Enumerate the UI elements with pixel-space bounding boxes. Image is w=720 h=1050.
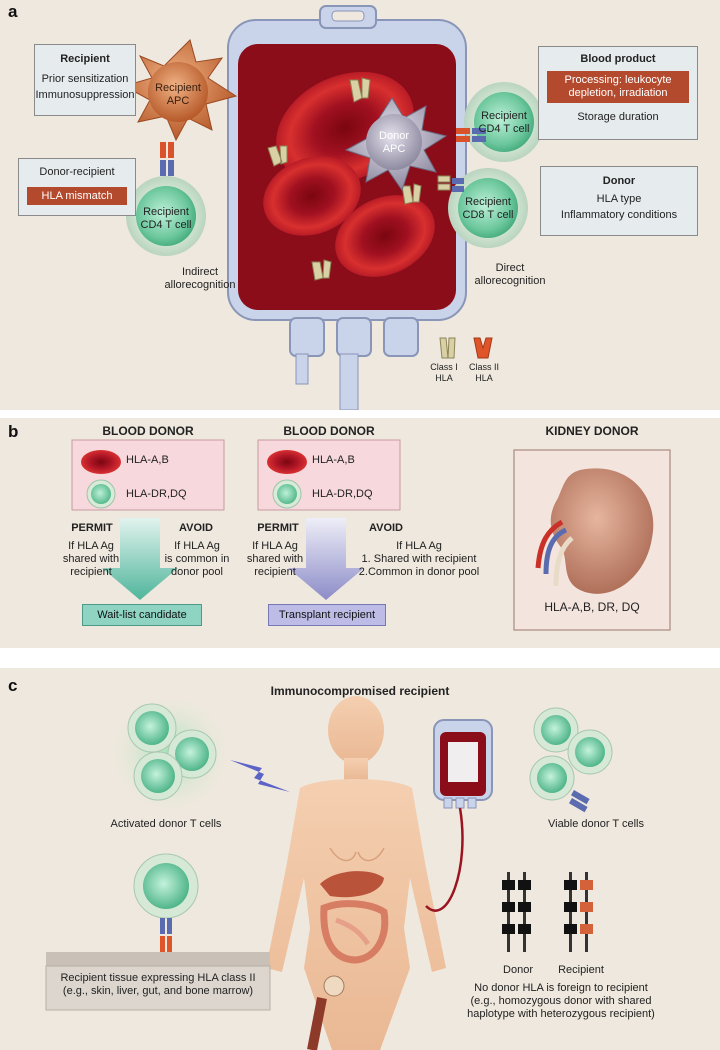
donor-box-line2: Inflammatory conditions [560, 209, 678, 221]
class1-hla-molecules [267, 77, 422, 281]
col2-permit-label: PERMIT [257, 522, 299, 534]
panel-b-illustration [71, 439, 671, 631]
processing-badge: Processing: leukocyte depletion, irradia… [547, 71, 689, 103]
recipient-box-line1: Prior sensitization [41, 73, 129, 85]
col2-hla-drdq: HLA-DR,DQ [312, 488, 373, 500]
donor-haplotypes [502, 872, 531, 952]
viable-tcells-label: Viable donor T cells [547, 818, 644, 830]
donor-label: Donor [503, 964, 533, 976]
panel-label-a: a [8, 2, 18, 21]
recipient-box-title: Recipient [60, 53, 110, 65]
donor-factors-box: Donor HLA type Inflammatory conditions [540, 166, 698, 236]
blood-product-box: Blood product Processing: leukocyte depl… [538, 46, 698, 140]
storage-duration-text: Storage duration [577, 111, 659, 123]
tissue-tcell [133, 853, 199, 952]
panel-b: b BLOOD DONOR HLA-A,B HLA-DR,DQ PERMIT A… [0, 418, 720, 648]
activated-donor-tcells [106, 690, 234, 818]
kidney-icon [550, 468, 654, 594]
legend-icons [439, 337, 493, 359]
panel-c-title: Immunocompromised recipient [270, 684, 450, 698]
tcell-icon [277, 484, 297, 504]
rbc-icon [267, 450, 307, 474]
tcr-hla-pairs [160, 128, 486, 192]
hla-mismatch-badge: HLA mismatch [27, 187, 127, 205]
tissue-label: Recipient tissue expressing HLA class II… [60, 972, 256, 998]
col1-permit-label: PERMIT [71, 522, 113, 534]
blood-product-title: Blood product [580, 53, 656, 65]
panel-label-b: b [8, 422, 19, 441]
lightning-icon [230, 760, 290, 792]
panel-a: a Recipient Prior sensitization Immunosu… [0, 0, 720, 410]
donor-box-title: Donor [602, 175, 636, 187]
recipient-label: Recipient [558, 964, 604, 976]
col2-hla-ab: HLA-A,B [312, 454, 355, 466]
rbc-icon [81, 450, 121, 474]
donor-recipient-title: Donor-recipient [39, 166, 115, 178]
recipient-factors-box: Recipient Prior sensitization Immunosupp… [34, 44, 136, 116]
permit-arrow [102, 518, 178, 600]
panel-a-illustration [122, 5, 544, 410]
tcell-icon [91, 484, 111, 504]
transplant-recipient-box: Transplant recipient [268, 604, 386, 626]
col1-title: BLOOD DONOR [102, 424, 194, 438]
human-body [266, 696, 446, 1050]
kidney-hla-label: HLA-A,B, DR, DQ [544, 600, 640, 614]
panel-c: c Immunocompromised recipient Activated … [0, 668, 720, 1050]
panel-c-illustration [45, 690, 613, 1050]
tissue-box [45, 965, 271, 1011]
donor-recipient-box: Donor-recipient HLA mismatch [18, 158, 136, 216]
recipient-haplotypes [564, 872, 593, 952]
panel-label-c: c [8, 676, 18, 695]
viable-donor-tcells [529, 707, 613, 813]
donor-box-line1: HLA type [596, 193, 642, 205]
activated-tcells-label: Activated donor T cells [110, 818, 222, 830]
col2-avoid-label: AVOID [368, 522, 404, 534]
col1-hla-ab: HLA-A,B [126, 454, 169, 466]
col1-hla-drdq: HLA-DR,DQ [126, 488, 187, 500]
recipient-box-line2: Immunosuppression [35, 89, 135, 101]
recipient-cd4-left-cell [126, 176, 206, 256]
wait-list-candidate-box: Wait-list candidate [82, 604, 202, 626]
donor-apc [344, 97, 448, 192]
iv-blood-bag [425, 719, 493, 912]
tissue-surface [46, 952, 270, 966]
col1-avoid-label: AVOID [178, 522, 214, 534]
recipient-apc [122, 39, 238, 142]
col2-title: BLOOD DONOR [283, 424, 375, 438]
permit-arrow [288, 518, 364, 600]
recipient-cd8-cell [448, 168, 528, 248]
haplotype-note: No donor HLA is foreign to recipient(e.g… [467, 982, 655, 1021]
col3-title: KIDNEY DONOR [545, 424, 639, 438]
